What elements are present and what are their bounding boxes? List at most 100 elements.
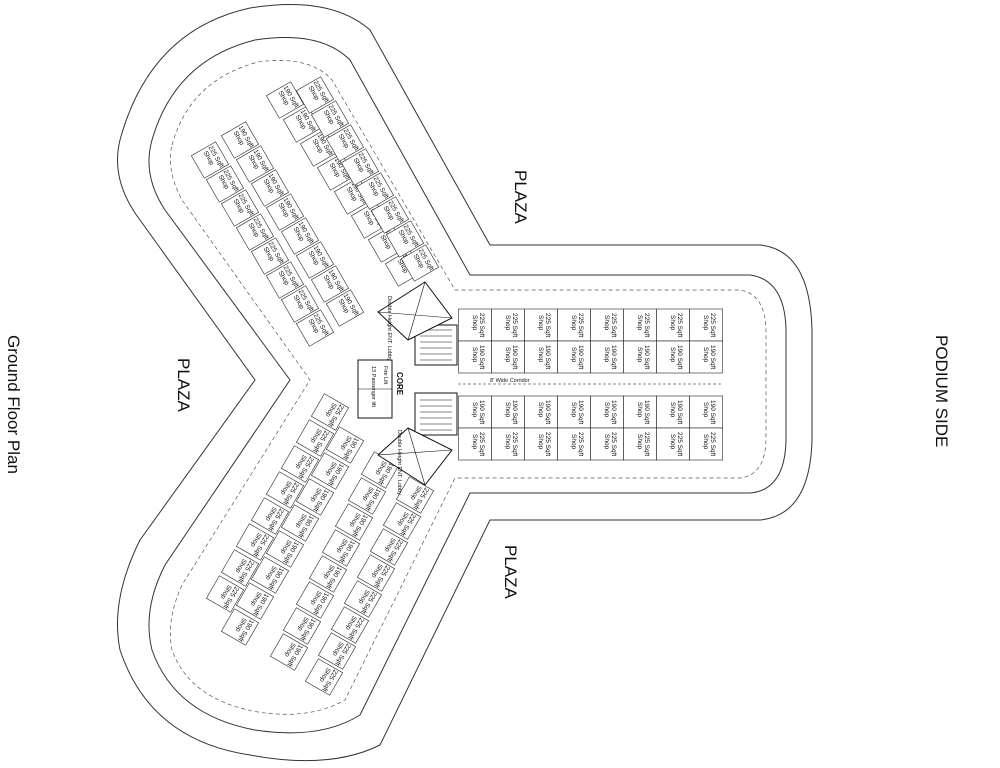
- shop-name-text: Shop: [570, 434, 577, 450]
- fire-lift-label: Fire Lift: [382, 366, 388, 385]
- shop-area-text: 190 Sqft: [643, 400, 650, 424]
- shop-name-text: Shop: [471, 347, 478, 363]
- svg-text:Double Height ENT. Lobby: Double Height ENT. Lobby: [386, 296, 392, 361]
- entrance-lobby-top: Double Height ENT. Lobby: [377, 281, 453, 361]
- podium-side-label: PODIUM SIDE: [932, 335, 951, 447]
- plan-title: Ground Floor Plan: [4, 335, 23, 474]
- shop-name-text: Shop: [669, 434, 676, 450]
- shop-area-text: 190 Sqft: [709, 400, 716, 424]
- shop-name-text: Shop: [570, 347, 577, 363]
- shop-area-text: 225 Sqft: [544, 432, 551, 456]
- shop-name-text: Shop: [603, 315, 610, 331]
- core-block: 13 Passenger lift Fire Lift CORE: [357, 324, 458, 436]
- shop-area-text: 190 Sqft: [478, 400, 485, 424]
- shop-name-text: Shop: [702, 402, 709, 418]
- shop-name-text: Shop: [504, 434, 511, 450]
- shop-name-text: Shop: [636, 315, 643, 331]
- shop-area-text: 190 Sqft: [577, 345, 584, 369]
- shop-area-text: 225 Sqft: [709, 432, 716, 456]
- shop-area-text: 190 Sqft: [511, 345, 518, 369]
- shop-area-text: 190 Sqft: [478, 345, 485, 369]
- shop-name-text: Shop: [636, 434, 643, 450]
- shop-name-text: Shop: [471, 315, 478, 331]
- shop-area-text: 225 Sqft: [478, 313, 485, 337]
- shop-area-text: 190 Sqft: [511, 400, 518, 424]
- shop-name-text: Shop: [702, 315, 709, 331]
- shop-name-text: Shop: [537, 315, 544, 331]
- shop-name-text: Shop: [702, 347, 709, 363]
- shop-name-text: Shop: [669, 402, 676, 418]
- shop-area-text: 190 Sqft: [676, 345, 683, 369]
- core-label: CORE: [395, 372, 404, 396]
- site-outline-inner: [170, 60, 767, 715]
- shop-area-text: 225 Sqft: [709, 313, 716, 337]
- shop-name-text: Shop: [669, 347, 676, 363]
- shop-area-text: 190 Sqft: [610, 345, 617, 369]
- shop-name-text: Shop: [537, 402, 544, 418]
- shop-area-text: 225 Sqft: [643, 432, 650, 456]
- shop-area-text: 225 Sqft: [610, 313, 617, 337]
- shop-name-text: Shop: [570, 402, 577, 418]
- shop-area-text: 225 Sqft: [544, 313, 551, 337]
- shop-area-text: 225 Sqft: [577, 313, 584, 337]
- shop-name-text: Shop: [504, 347, 511, 363]
- plaza-label-bottom: PLAZA: [501, 545, 520, 600]
- shop-name-text: Shop: [471, 434, 478, 450]
- shop-area-text: 225 Sqft: [610, 432, 617, 456]
- shop-name-text: Shop: [504, 402, 511, 418]
- shop-name-text: Shop: [669, 315, 676, 331]
- passenger-lift-label: 13 Passenger lift: [370, 366, 376, 407]
